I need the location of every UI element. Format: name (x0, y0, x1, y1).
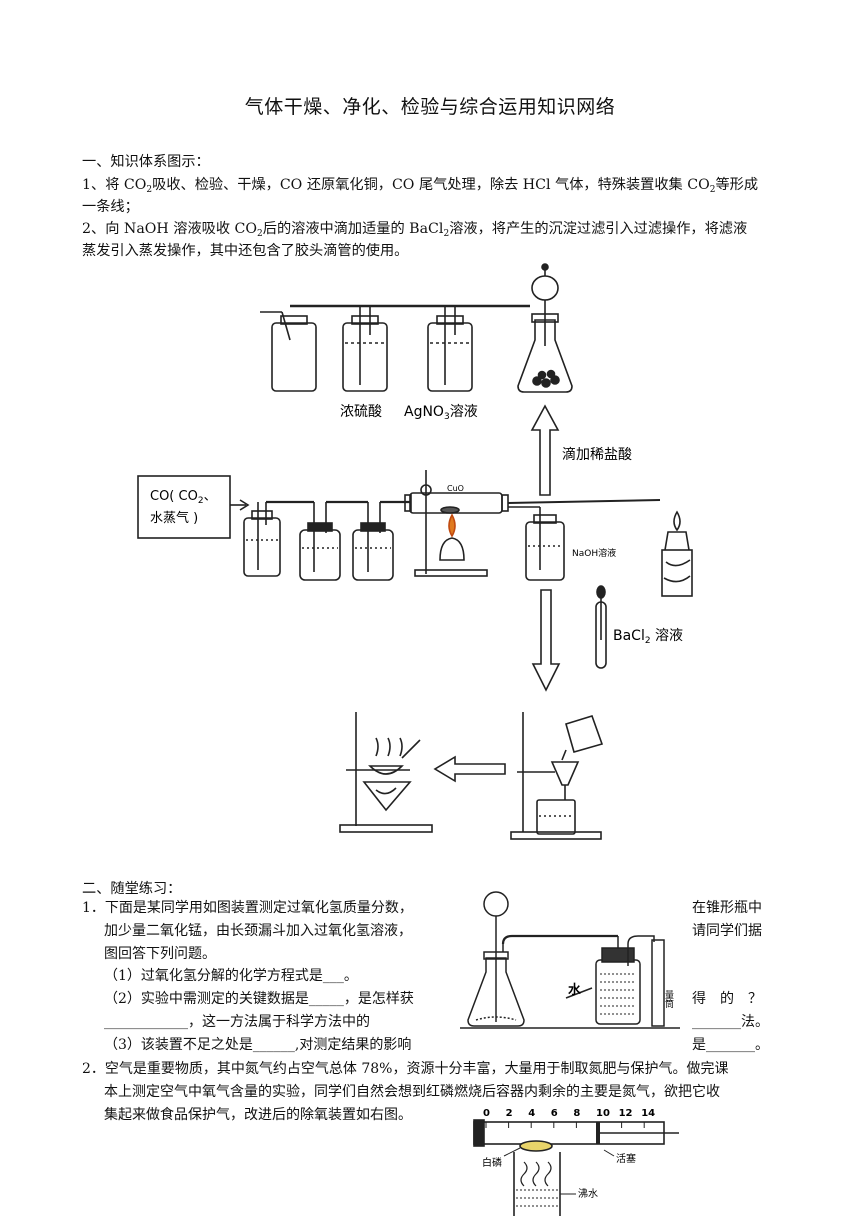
arrow-left-icon (433, 755, 506, 783)
arrow-down-icon (531, 589, 561, 692)
q2-line3: 集起来做食品保护气，改进后的除氧装置如右图。 (104, 1107, 412, 1123)
q2-deoxygen-apparatus: 0 2 4 6 8 10 12 14 白磷 活塞 沸水 (473, 1108, 679, 1216)
evaporation-setup (339, 712, 433, 833)
naoh-bottle (525, 514, 565, 581)
q1-sub3-right: 是_______。 (692, 1037, 769, 1053)
q1-apparatus-diagram: 水 量筒 (460, 891, 680, 1029)
label-graduated-cylinder: 量筒 (663, 990, 674, 1009)
section1-item1: 1、将 CO2吸收、检验、干燥，CO 还原氧化铜，CO 尾气处理，除去 HCl … (82, 177, 759, 195)
q2-line2: 本上测定空气中氧气含量的实验，同学们自然会想到红磷燃烧后容器内剩余的主要是氮气，… (104, 1084, 720, 1100)
label-piston: 活塞 (616, 1152, 636, 1165)
combustion-tube (404, 470, 509, 577)
section1-item2-cont: 蒸发引入蒸发操作，其中还包含了胶头滴管的使用。 (82, 243, 409, 259)
scale-label: 8 (573, 1108, 580, 1119)
flask-with-dropping-funnel (517, 263, 573, 393)
scale-label: 10 (596, 1108, 610, 1119)
q1-line1-right: 在锥形瓶中 (692, 900, 762, 916)
section2-heading: 二、随堂练习： (82, 881, 182, 897)
filtration-setup (510, 712, 604, 840)
collection-bottle (260, 311, 317, 392)
label-conc-sulfuric-acid: 浓硫酸 (340, 404, 382, 420)
scale-label: 4 (528, 1108, 535, 1119)
q1-sub3: （3）该装置不足之处是______,对测定结果的影响 (104, 1037, 412, 1053)
scale-label: 6 (551, 1108, 558, 1119)
bottle-1 (243, 502, 281, 577)
q1-line1: 1．下面是某同学用如图装置测定过氧化氢质量分数， (82, 900, 413, 916)
q1-sub2: （2）实验中需测定的关键数据是_____，是怎样获 (104, 991, 414, 1007)
section1-heading: 一、知识体系图示： (82, 154, 210, 170)
q1-sub2-cont-right: _______法。 (692, 1014, 769, 1030)
conc-sulfuric-acid-bottle (342, 306, 388, 392)
bottle-2 (299, 502, 341, 581)
page-title: 气体干燥、净化、检验与综合运用知识网络 (244, 96, 616, 118)
dropper-test-tube (595, 585, 607, 669)
q1-sub1: （1）过氧化氢分解的化学方程式是___。 (104, 968, 358, 984)
q1-sub2-right: 得 的 ？ (692, 991, 762, 1007)
gas-feed-box (137, 475, 231, 539)
alcohol-lamp-burner (661, 510, 693, 597)
q1-line3: 图回答下列问题。 (104, 946, 216, 962)
q1-line2: 加少量二氧化锰，由长颈漏斗加入过氧化氢溶液， (104, 923, 412, 939)
q2-line1: 2．空气是重要物质，其中氮气约占空气总体 78%，资源十分丰富，大量用于制取氮肥… (82, 1061, 729, 1077)
label-water-vapor: 水蒸气 ) (150, 510, 198, 526)
label-agno3: AgNO3溶液 (404, 404, 478, 422)
apparatus-network-diagram: 浓硫酸 AgNO3溶液 滴加稀盐酸 CO( CO2、 水蒸气 ) CuO NaO… (137, 263, 693, 840)
section1-item2: 2、向 NaOH 溶液吸收 CO2后的溶液中滴加适量的 BaCl2溶液，将产生的… (82, 221, 748, 239)
label-bacl2: BaCl2 溶液 (613, 628, 683, 646)
section1-item1-cont: 一条线； (82, 199, 139, 215)
scale-label: 14 (641, 1108, 655, 1119)
agno3-bottle (427, 306, 473, 392)
scale-label: 0 (483, 1108, 490, 1119)
label-boiling-water: 沸水 (578, 1187, 598, 1200)
scale-label: 2 (506, 1108, 513, 1119)
q1-sub2-cont: ____________，这一方法属于科学方法中的 (104, 1014, 370, 1030)
label-add-dilute-hcl: 滴加稀盐酸 (562, 446, 632, 463)
scale-label: 12 (619, 1108, 633, 1119)
label-white-phosphorus: 白磷 (482, 1156, 502, 1169)
bottle-3 (352, 502, 394, 581)
label-naoh-solution: NaOH溶液 (572, 547, 616, 559)
q1-line2-right: 请同学们据 (692, 923, 762, 939)
label-water: 水 (568, 982, 582, 998)
arrow-up-icon (530, 404, 560, 496)
label-gas-feed: CO( CO2、 (150, 489, 217, 506)
label-cuo: CuO (447, 484, 464, 493)
